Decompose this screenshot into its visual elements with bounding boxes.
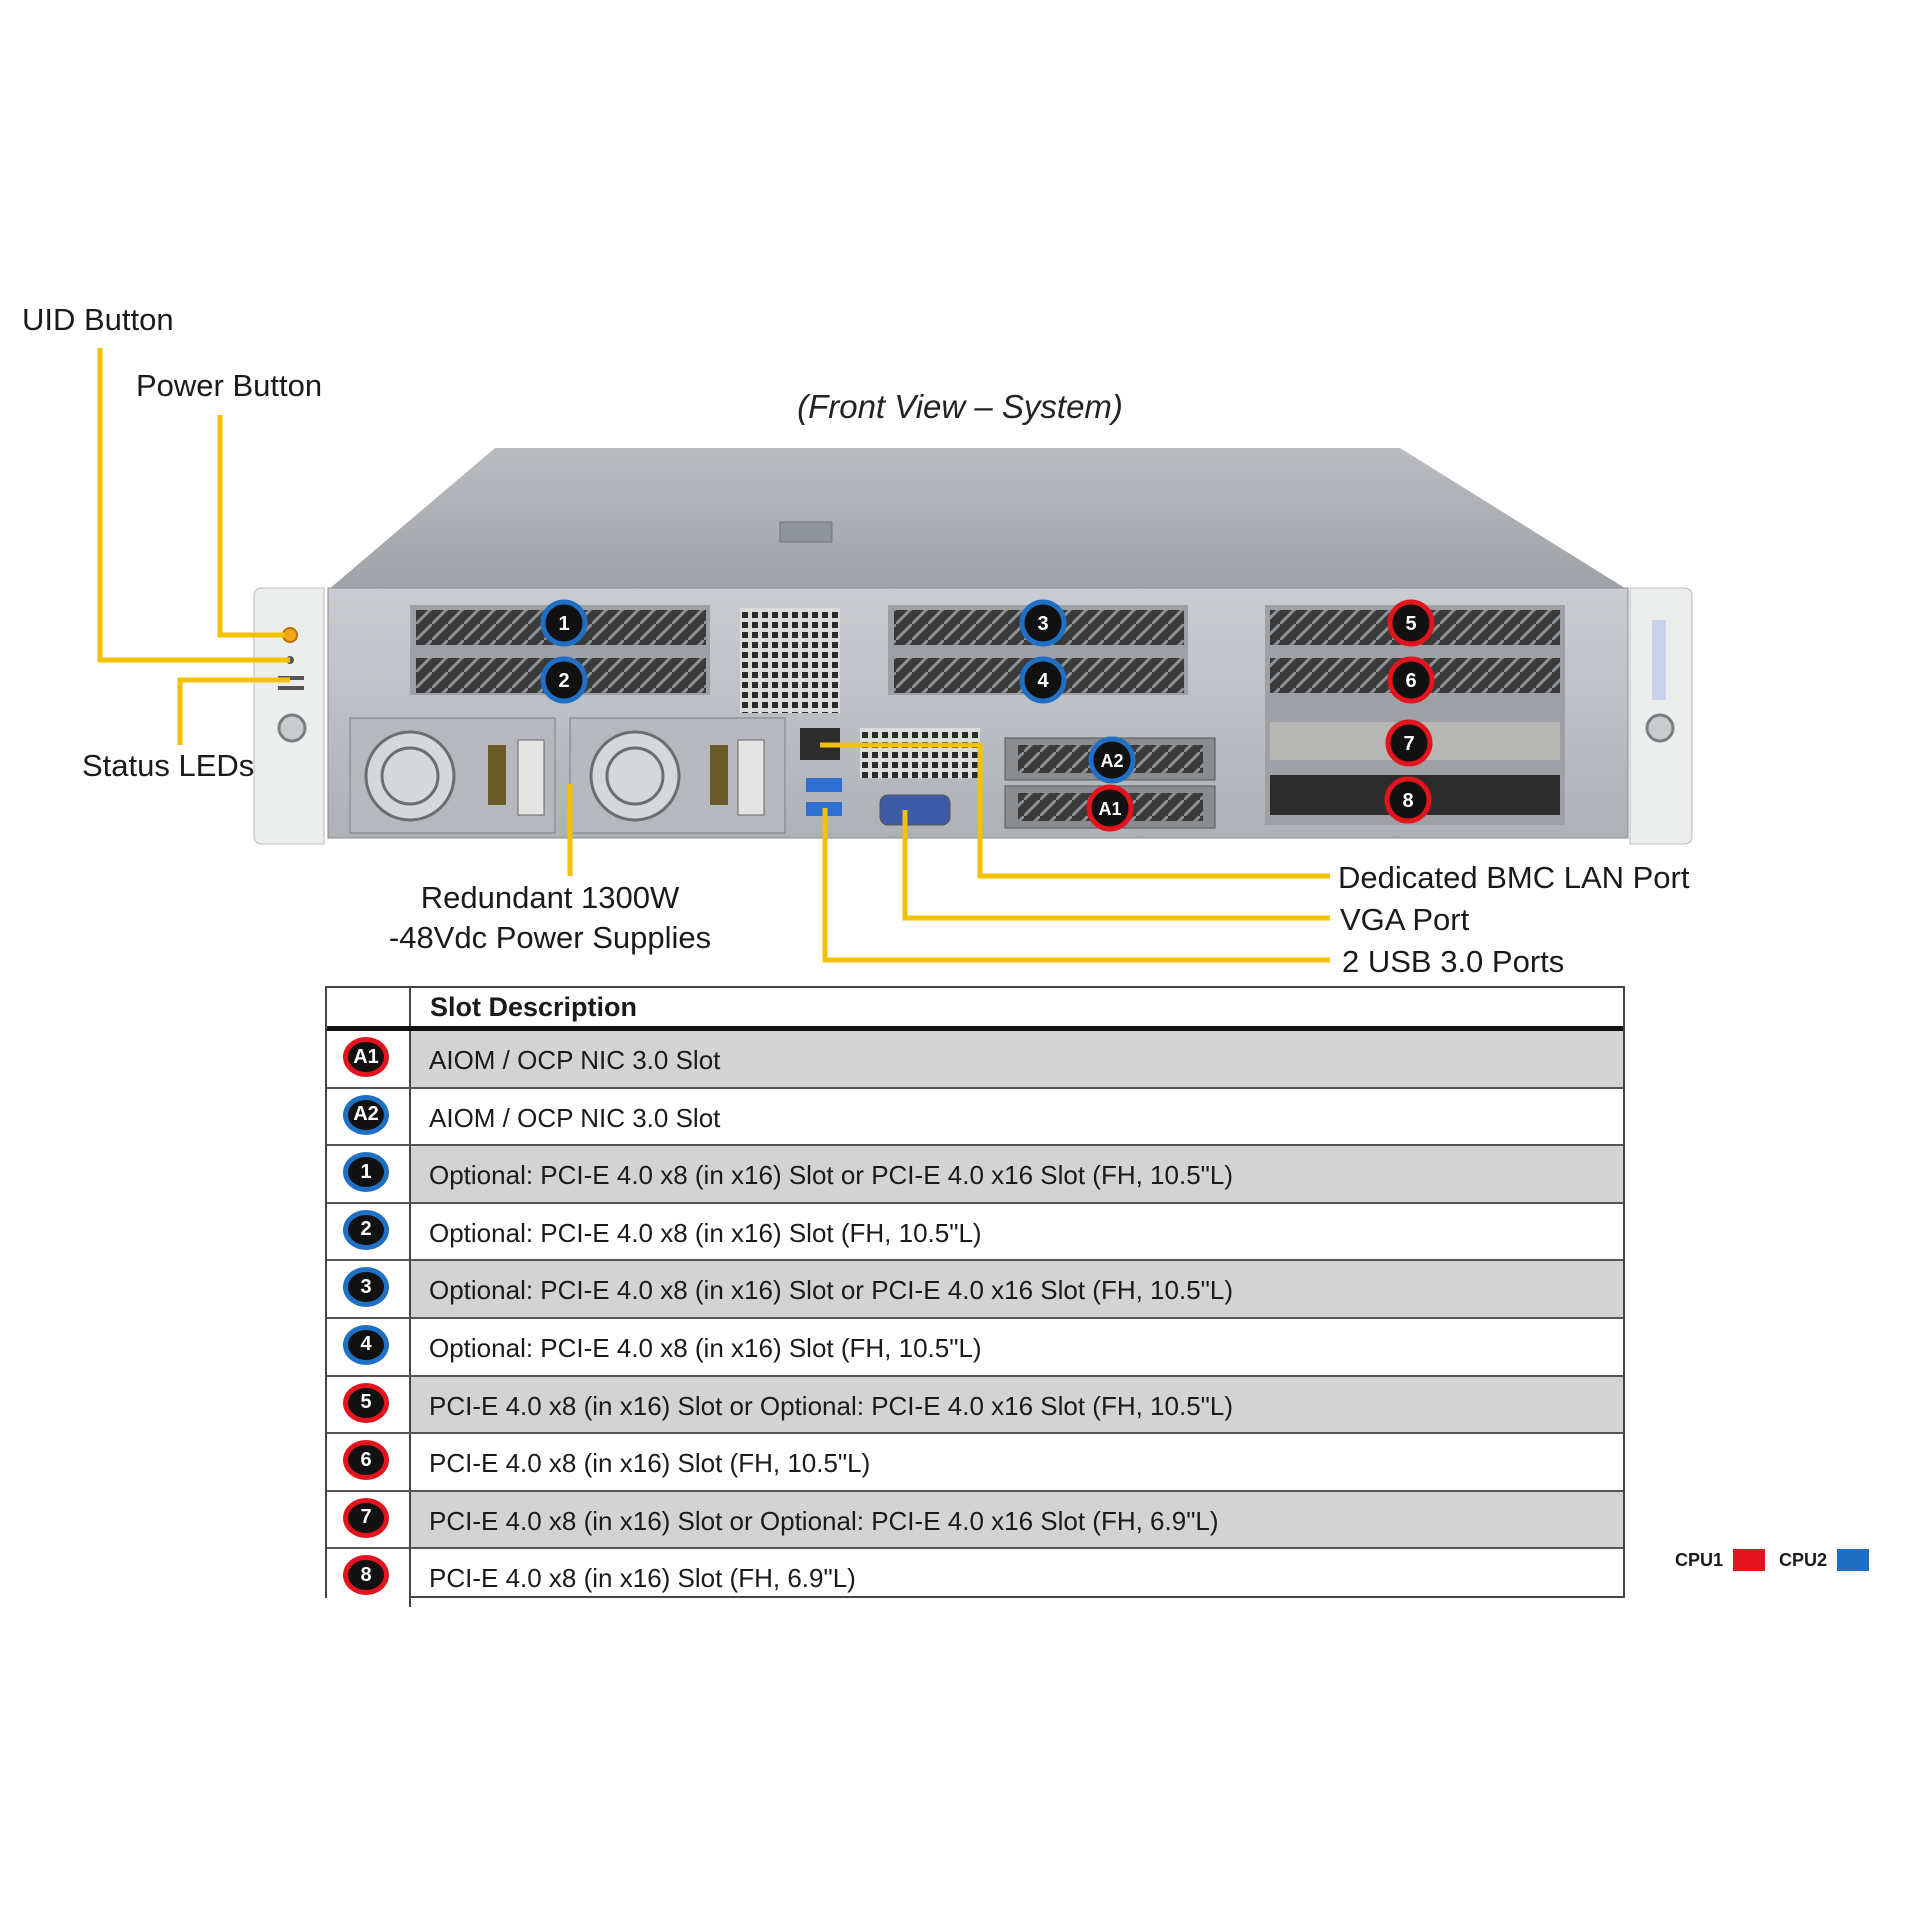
table-row: 4 Optional: PCI-E 4.0 x8 (in x16) Slot (F… <box>327 1318 1623 1377</box>
legend-swatch <box>1837 1549 1870 1571</box>
table-header-title: Slot Description <box>430 992 638 1022</box>
table-row: 2 Optional: PCI-E 4.0 x8 (in x16) Slot (F… <box>327 1203 1623 1262</box>
slot-description: PCI-E 4.0 x8 (in x16) Slot (FH, 6.9"L) <box>429 1563 856 1594</box>
table-row: 5 PCI-E 4.0 x8 (in x16) Slot or Optional:… <box>327 1376 1623 1435</box>
table-row: 7 PCI-E 4.0 x8 (in x16) Slot or Optional:… <box>327 1491 1623 1550</box>
slot-description: PCI-E 4.0 x8 (in x16) Slot (FH, 10.5"L) <box>429 1448 871 1479</box>
badge-slot-a2: A2 <box>1088 736 1136 784</box>
power-supplies-label: Redundant 1300W -48Vdc Power Supplies <box>320 878 780 958</box>
badge-slot-a1: A1 <box>1086 784 1134 832</box>
badge-cell: A2 <box>327 1088 411 1145</box>
table-row: 6 PCI-E 4.0 x8 (in x16) Slot (FH, 10.5"L) <box>327 1434 1623 1492</box>
slot-badge-icon: 5 <box>343 1382 389 1423</box>
vga-port-icon <box>879 794 951 826</box>
table-row: 1 Optional: PCI-E 4.0 x8 (in x16) Slot or… <box>327 1146 1623 1204</box>
svg-text:3: 3 <box>1037 613 1048 635</box>
svg-text:7: 7 <box>1403 733 1414 755</box>
badge-cell: 7 <box>327 1491 411 1548</box>
table-header-badge-column <box>327 988 411 1026</box>
badge-slot-6: 6 <box>1387 656 1435 704</box>
slot-badge-icon: 8 <box>343 1555 389 1596</box>
svg-text:6: 6 <box>1405 670 1416 692</box>
slot-description: AIOM / OCP NIC 3.0 Slot <box>429 1045 721 1075</box>
slot-description: Optional: PCI-E 4.0 x8 (in x16) Slot or … <box>429 1275 1234 1306</box>
badge-slot-2: 2 <box>540 656 588 704</box>
legend-swatch <box>1733 1549 1766 1571</box>
slot-badge-icon: A1 <box>343 1037 389 1077</box>
slot-badge-icon: 1 <box>343 1152 389 1193</box>
vga-port-label: VGA Port <box>1340 902 1470 937</box>
riser-left <box>410 605 840 713</box>
badge-slot-8: 8 <box>1384 776 1432 824</box>
chassis-badges: 1 2 3 4 5 6 7 8 A2 A1 <box>540 599 1435 832</box>
cpu-legend: CPU1 CPU2 <box>1675 1545 1883 1575</box>
badge-cell: 6 <box>327 1434 411 1490</box>
slot-description: Optional: PCI-E 4.0 x8 (in x16) Slot or … <box>429 1160 1234 1191</box>
slot-badge-icon: 4 <box>343 1324 389 1365</box>
svg-text:8: 8 <box>1402 790 1413 812</box>
badge-slot-5: 5 <box>1387 599 1435 647</box>
badge-slot-3: 3 <box>1019 599 1067 647</box>
slot-description: Optional: PCI-E 4.0 x8 (in x16) Slot (FH… <box>429 1332 982 1363</box>
svg-text:1: 1 <box>558 613 569 635</box>
table-row: A2 AIOM / OCP NIC 3.0 Slot <box>327 1088 1623 1147</box>
diagram-caption: (Front View – System) <box>797 388 1123 425</box>
table-header: Slot Description <box>327 988 1623 1031</box>
svg-text:A2: A2 <box>1100 751 1123 771</box>
slot-description: AIOM / OCP NIC 3.0 Slot <box>429 1102 721 1133</box>
power-supplies-label-line2: -48Vdc Power Supplies <box>388 920 712 955</box>
badge-cell: 3 <box>327 1261 411 1317</box>
svg-text:A1: A1 <box>1098 799 1121 819</box>
slot-badge-icon: 7 <box>343 1497 389 1538</box>
slot-badge-icon: A2 <box>343 1094 389 1135</box>
badge-cell: 2 <box>327 1203 411 1260</box>
power-supplies-label-line1: Redundant 1300W <box>420 880 680 915</box>
table-row: 8 PCI-E 4.0 x8 (in x16) Slot (FH, 6.9"L) <box>327 1549 1623 1607</box>
slot-description: Optional: PCI-E 4.0 x8 (in x16) Slot (FH… <box>429 1217 982 1248</box>
badge-slot-7: 7 <box>1385 719 1433 767</box>
svg-text:5: 5 <box>1405 613 1416 635</box>
chassis-top <box>328 448 1628 590</box>
badge-slot-4: 4 <box>1019 656 1067 704</box>
badge-slot-1: 1 <box>540 599 588 647</box>
slot-description: PCI-E 4.0 x8 (in x16) Slot or Optional: … <box>429 1390 1234 1421</box>
slot-badge-icon: 6 <box>343 1440 389 1481</box>
legend-label: CPU1 <box>1675 1549 1724 1570</box>
badge-cell: 5 <box>327 1376 411 1433</box>
usb-ports-label: 2 USB 3.0 Ports <box>1342 944 1565 979</box>
power-supplies <box>349 717 786 834</box>
svg-text:2: 2 <box>558 670 569 692</box>
callout-lines <box>97 348 1330 963</box>
badge-cell: A1 <box>327 1031 411 1087</box>
badge-cell: 1 <box>327 1146 411 1202</box>
power-button-label: Power Button <box>136 368 323 403</box>
usb-port-icon <box>806 778 842 792</box>
uid-button-label: UID Button <box>22 302 174 337</box>
status-led-icon <box>278 676 304 680</box>
slot-badge-icon: 3 <box>343 1267 389 1308</box>
slot-description: PCI-E 4.0 x8 (in x16) Slot or Optional: … <box>429 1505 1219 1536</box>
bmc-lan-port-label: Dedicated BMC LAN Port <box>1338 860 1690 895</box>
table-row: 3 Optional: PCI-E 4.0 x8 (in x16) Slot or… <box>327 1261 1623 1319</box>
legend-label: CPU2 <box>1779 1549 1828 1570</box>
power-button-icon <box>282 627 298 643</box>
status-leds-label: Status LEDs <box>82 748 255 783</box>
svg-text:4: 4 <box>1037 670 1049 692</box>
slot-badge-icon: 2 <box>343 1209 389 1250</box>
badge-cell: 4 <box>327 1318 411 1375</box>
status-led-icon <box>278 686 304 690</box>
badge-cell: 8 <box>327 1549 411 1607</box>
table-row: A1 AIOM / OCP NIC 3.0 Slot <box>327 1031 1623 1089</box>
